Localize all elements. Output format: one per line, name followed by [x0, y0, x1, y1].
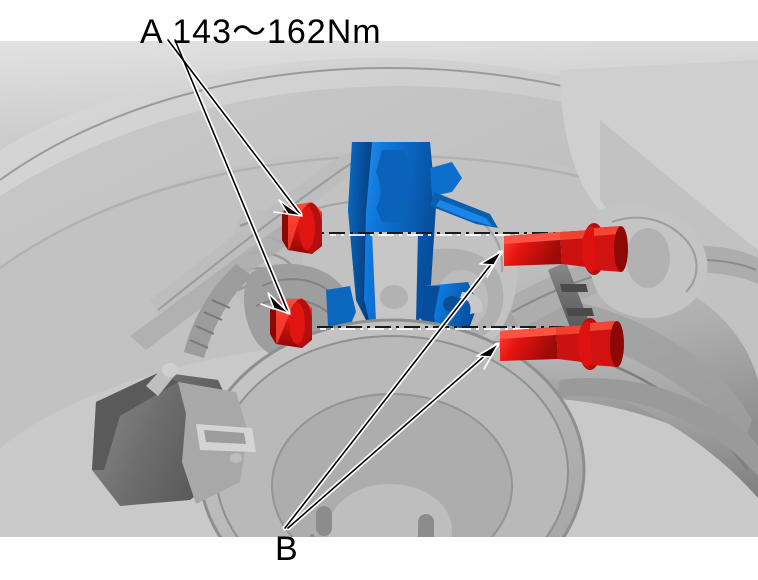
callout-label-b: B [275, 530, 298, 568]
bleeder-cap [162, 363, 178, 377]
hub-carrier-edge [611, 216, 698, 293]
bracket-left-face [348, 142, 372, 332]
bracket-upper-wing [430, 162, 462, 196]
wheel-stud-shadow [310, 533, 315, 537]
caliper-pad [204, 430, 246, 444]
leader-a-lower [174, 39, 289, 313]
bracket-left-tab [326, 286, 356, 330]
stabilizer-link-knurl [560, 284, 588, 292]
secondary-link [556, 377, 758, 476]
leader-lines [165, 37, 503, 531]
upper-diagonal-arm [150, 146, 380, 320]
bracket-waist-detail [376, 150, 410, 222]
illustration-body [0, 41, 758, 537]
rotor-hat [272, 394, 512, 537]
arrowhead-b-lower [476, 342, 500, 370]
through-bolt-upper-right [504, 223, 628, 275]
through-bolt-lower-right [500, 318, 624, 370]
hub-carrier-face [626, 228, 670, 288]
arrowhead-b-upper [479, 250, 503, 278]
bracket-bolt-hole [380, 285, 408, 309]
arrowhead-a-lower [260, 292, 291, 315]
caliper-shade [92, 372, 178, 470]
wheel-stud-2 [418, 514, 434, 537]
leader-a-upper [167, 39, 301, 215]
leader-b-upper [284, 252, 501, 529]
caliper-pin-hole [230, 453, 242, 463]
callout-label-a: A 143〜162Nm [140, 13, 382, 51]
brake-hose [184, 264, 252, 358]
hose-ribs [189, 299, 231, 349]
leader-b-lower [287, 344, 498, 529]
flange-bolt-lower-left [270, 298, 312, 348]
arrowhead-a-upper [273, 199, 303, 217]
stabilizer-link-knurl2 [566, 308, 594, 316]
wheel-stud-1 [316, 506, 332, 536]
bracket-upper-arm-hi [436, 200, 492, 226]
